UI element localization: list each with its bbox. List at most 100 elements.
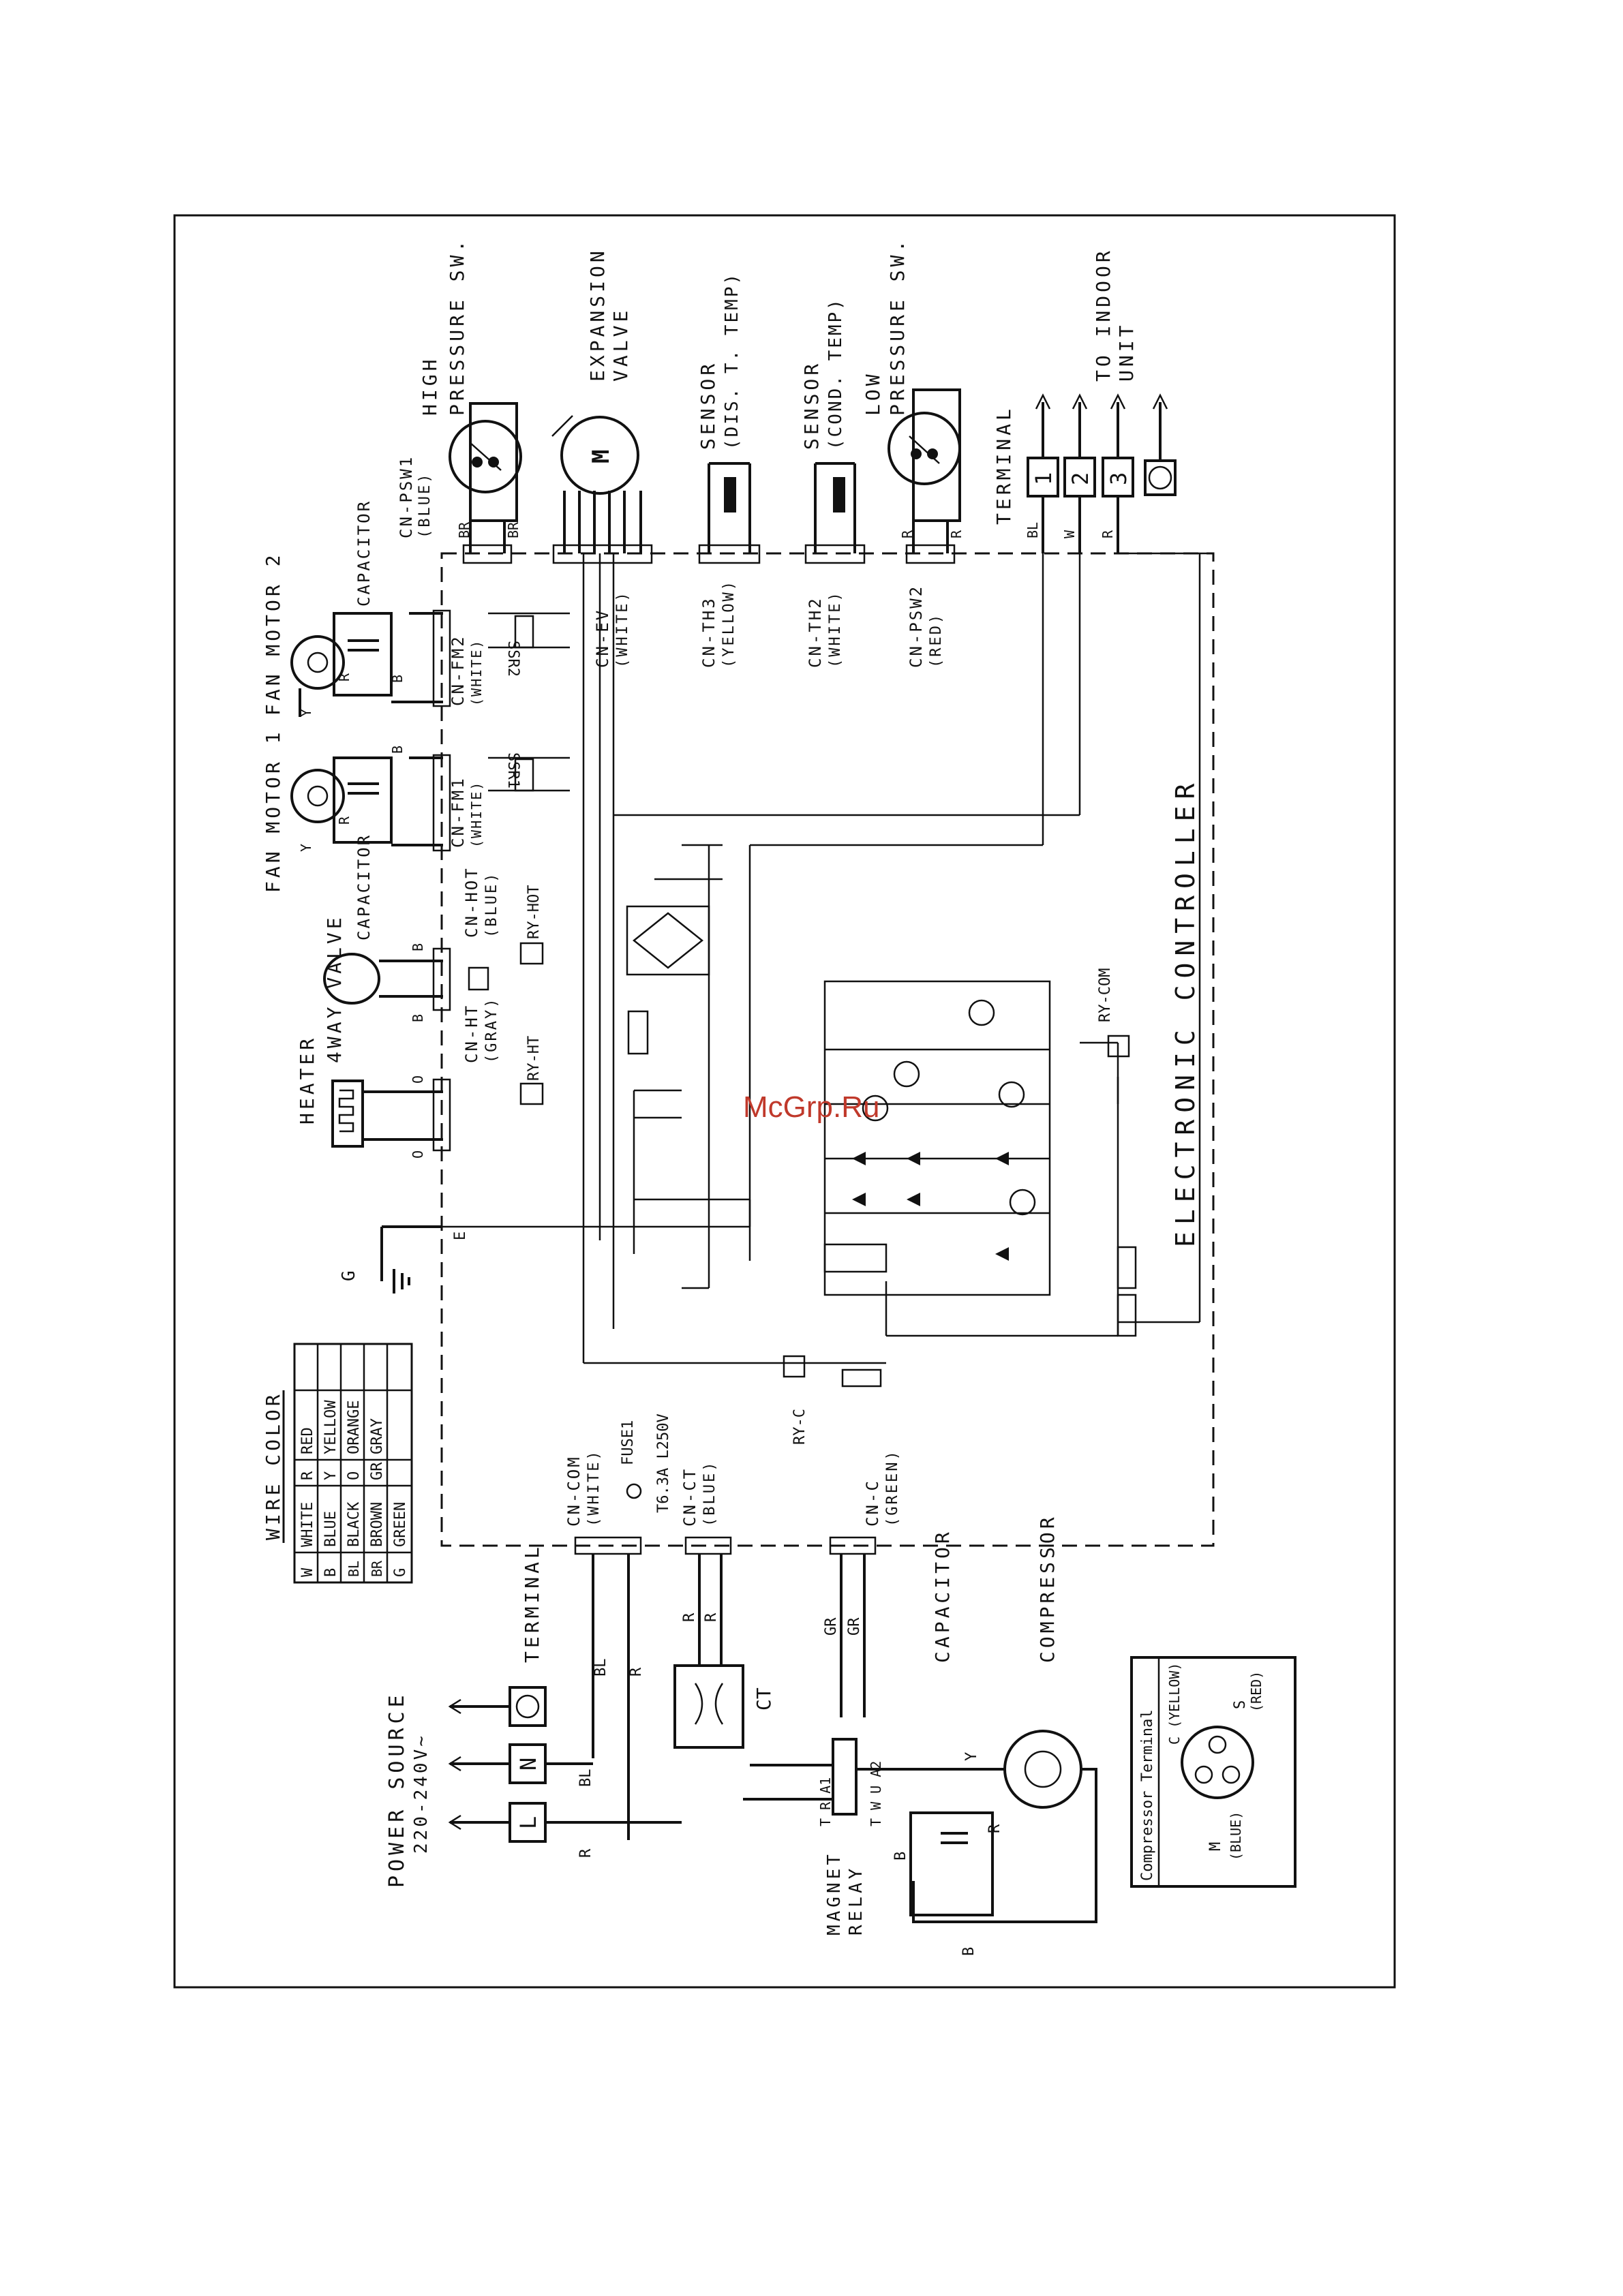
ground-g-label: G [339,1270,359,1281]
terminal-right-label: TERMINAL [992,405,1015,525]
ssr1: SSR1 [488,752,570,792]
compressor-terminal-box: Compressor Terminal C (YELLOW) S (RED) M… [1130,1656,1296,1888]
sensor-discharge-temp: SENSOR (DIS. T. TEMP) [697,272,761,564]
hot-wire-b2: B [410,1014,426,1022]
power-source-title: POWER SOURCE [385,1691,409,1888]
comp-term-m: M [1207,1842,1224,1851]
wc-r1-c2: WHITE [299,1502,316,1547]
ry-com-label: RY-COM [1097,968,1114,1022]
cn-th3-color: (YELLOW) [721,579,738,668]
ht-wire-o2: O [410,1150,426,1159]
ry-ht-label: RY-HT [526,1036,543,1081]
controller-circuitry [442,552,1213,1363]
wc-r5-c1: G [392,1568,409,1577]
ry-c: RY-C [583,1355,886,1445]
ground-symbol: G E [339,1225,469,1294]
cn-ct-color: (BLUE) [701,1460,718,1527]
fan-motor-2: FAN MOTOR 2 CAPACITOR Y R B [262,500,451,717]
magnet-relay-label-2: RELAY [846,1865,866,1935]
watermark: McGrp.Ru [743,1090,880,1124]
outer-frame [173,214,1396,1989]
comp-wire-r: R [986,1824,1003,1833]
hp-wire-2: BR [505,521,521,538]
ssr1-label: SSR1 [504,752,521,789]
fan-motor-2-label: FAN MOTOR 2 [262,552,284,716]
wire-color-table: WIRE COLOR W WHITE R RED B BLUE Y YELLOW… [262,1343,413,1584]
cn-c-color: (GREEN) [884,1449,901,1527]
comp-term-c: C (YELLOW) [1166,1663,1183,1745]
expansion-valve: M EXPANSION VALVE [551,247,653,564]
indoor-wire-r: R [1099,530,1116,538]
wc-r2-c3: Y [322,1471,339,1480]
cn-th2-name: CN-TH2 [806,596,825,668]
fm1-wire-y: Y [298,844,314,852]
hp-label-1: HIGH [419,356,441,416]
wc-r1-c1: W [299,1567,316,1577]
fm1-capacitor-label: CAPACITOR [354,833,374,940]
comp-capacitor-label: CAPACITOR [931,1529,954,1663]
power-source-voltage: 220-240V~ [411,1733,431,1854]
power-wire-r: R [577,1848,594,1858]
cn-fm2-color: (WHITE) [468,639,485,706]
cn-com-color: (WHITE) [586,1449,603,1527]
com-wire-r: R [628,1667,645,1677]
cn-ev-color: (WHITE) [614,590,631,668]
mr-bottom-pins: T W U A2 [868,1761,884,1826]
lp-wire-2: R [948,530,965,538]
wc-r1-c4: RED [299,1427,316,1454]
to-indoor-1: TO INDOOR [1092,247,1114,382]
compressor-terminal-title: Compressor Terminal [1139,1709,1156,1881]
hot-wire-b1: B [410,943,426,951]
wc-r2-c4: YELLOW [322,1400,339,1454]
ry-ht: RY-HT [519,1036,544,1105]
com-wire-bl: BL [592,1659,609,1677]
indoor-ground-icon [1148,465,1172,490]
wc-r4-c4: GRAY [369,1418,386,1454]
terminal-left-label: TERMINAL [521,1544,543,1663]
cn-th3-name: CN-TH3 [699,596,718,668]
fuse1-rating: T6.3A L250V [655,1413,672,1513]
wc-r1-c3: R [299,1471,316,1480]
cn-hot-color: (BLUE) [483,872,500,938]
fm2-wire-y: Y [298,709,314,717]
wire-color-title: WIRE COLOR [262,1391,284,1540]
cn-th2-color: (WHITE) [827,590,844,668]
fm1-wire-r: R [336,816,352,825]
four-way-label: 4WAY VALVE [323,914,346,1063]
cnc-wire-gr1: GR [823,1617,840,1636]
cn-psw2-name: CN-PSW2 [907,585,926,668]
ev-label-1: EXPANSION [586,247,609,382]
ct-wire-r1: R [681,1612,698,1622]
magnet-relay-label-1: MAGNET [824,1851,845,1935]
comp-term-m-color: (BLUE) [1228,1811,1244,1861]
magnet-relay: MAGNET RELAY T R A1 T W U A2 [743,1738,884,1935]
indoor-term-1: 1 [1031,472,1057,485]
wc-r4-c2: BROWN [369,1502,386,1547]
indoor-terminal-block: 1 2 3 BL W R TERMINAL TO INDOOR UNIT [992,247,1177,553]
controller-label: ELECTRONIC CONTROLLER [1170,777,1200,1247]
heater: HEATER O O [296,1035,451,1159]
sensor-condenser-temp: SENSOR (COND. TEMP) [800,297,866,564]
four-way-valve: 4WAY VALVE B B [323,914,489,1063]
ht-wire-o1: O [410,1075,426,1084]
cn-ht-name: CN-HT [462,1004,481,1063]
comp-wire-y: Y [963,1752,980,1761]
power-terminal: N L TERMINAL POWER SOURCE 220-240V~ R BL [385,1544,682,1888]
low-pressure-switch: LOW PRESSURE SW. R R [862,237,965,564]
comp-wire-b2: B [960,1947,977,1956]
high-pressure-switch: HIGH PRESSURE SW. BR BR [419,237,522,564]
cnc-wire-gr2: GR [846,1617,863,1636]
power-ground-icon [515,1694,540,1719]
cn-ct-name: CN-CT [680,1467,699,1527]
ct-wire-r2: R [703,1612,720,1622]
controller-boundary [440,552,1215,1547]
sensor-dis-label-1: SENSOR [697,361,719,450]
wc-r4-c1: BR [369,1560,385,1577]
earth-e-label: E [452,1231,469,1240]
fuse1-label: FUSE1 [620,1420,637,1465]
cn-psw2-color: (RED) [928,613,945,668]
compressor-label: COMPRESSOR [1036,1514,1059,1663]
hp-wire-1: BR [456,521,472,538]
cn-c-block [829,1536,877,1555]
wc-r5-c2: GREEN [392,1502,409,1547]
